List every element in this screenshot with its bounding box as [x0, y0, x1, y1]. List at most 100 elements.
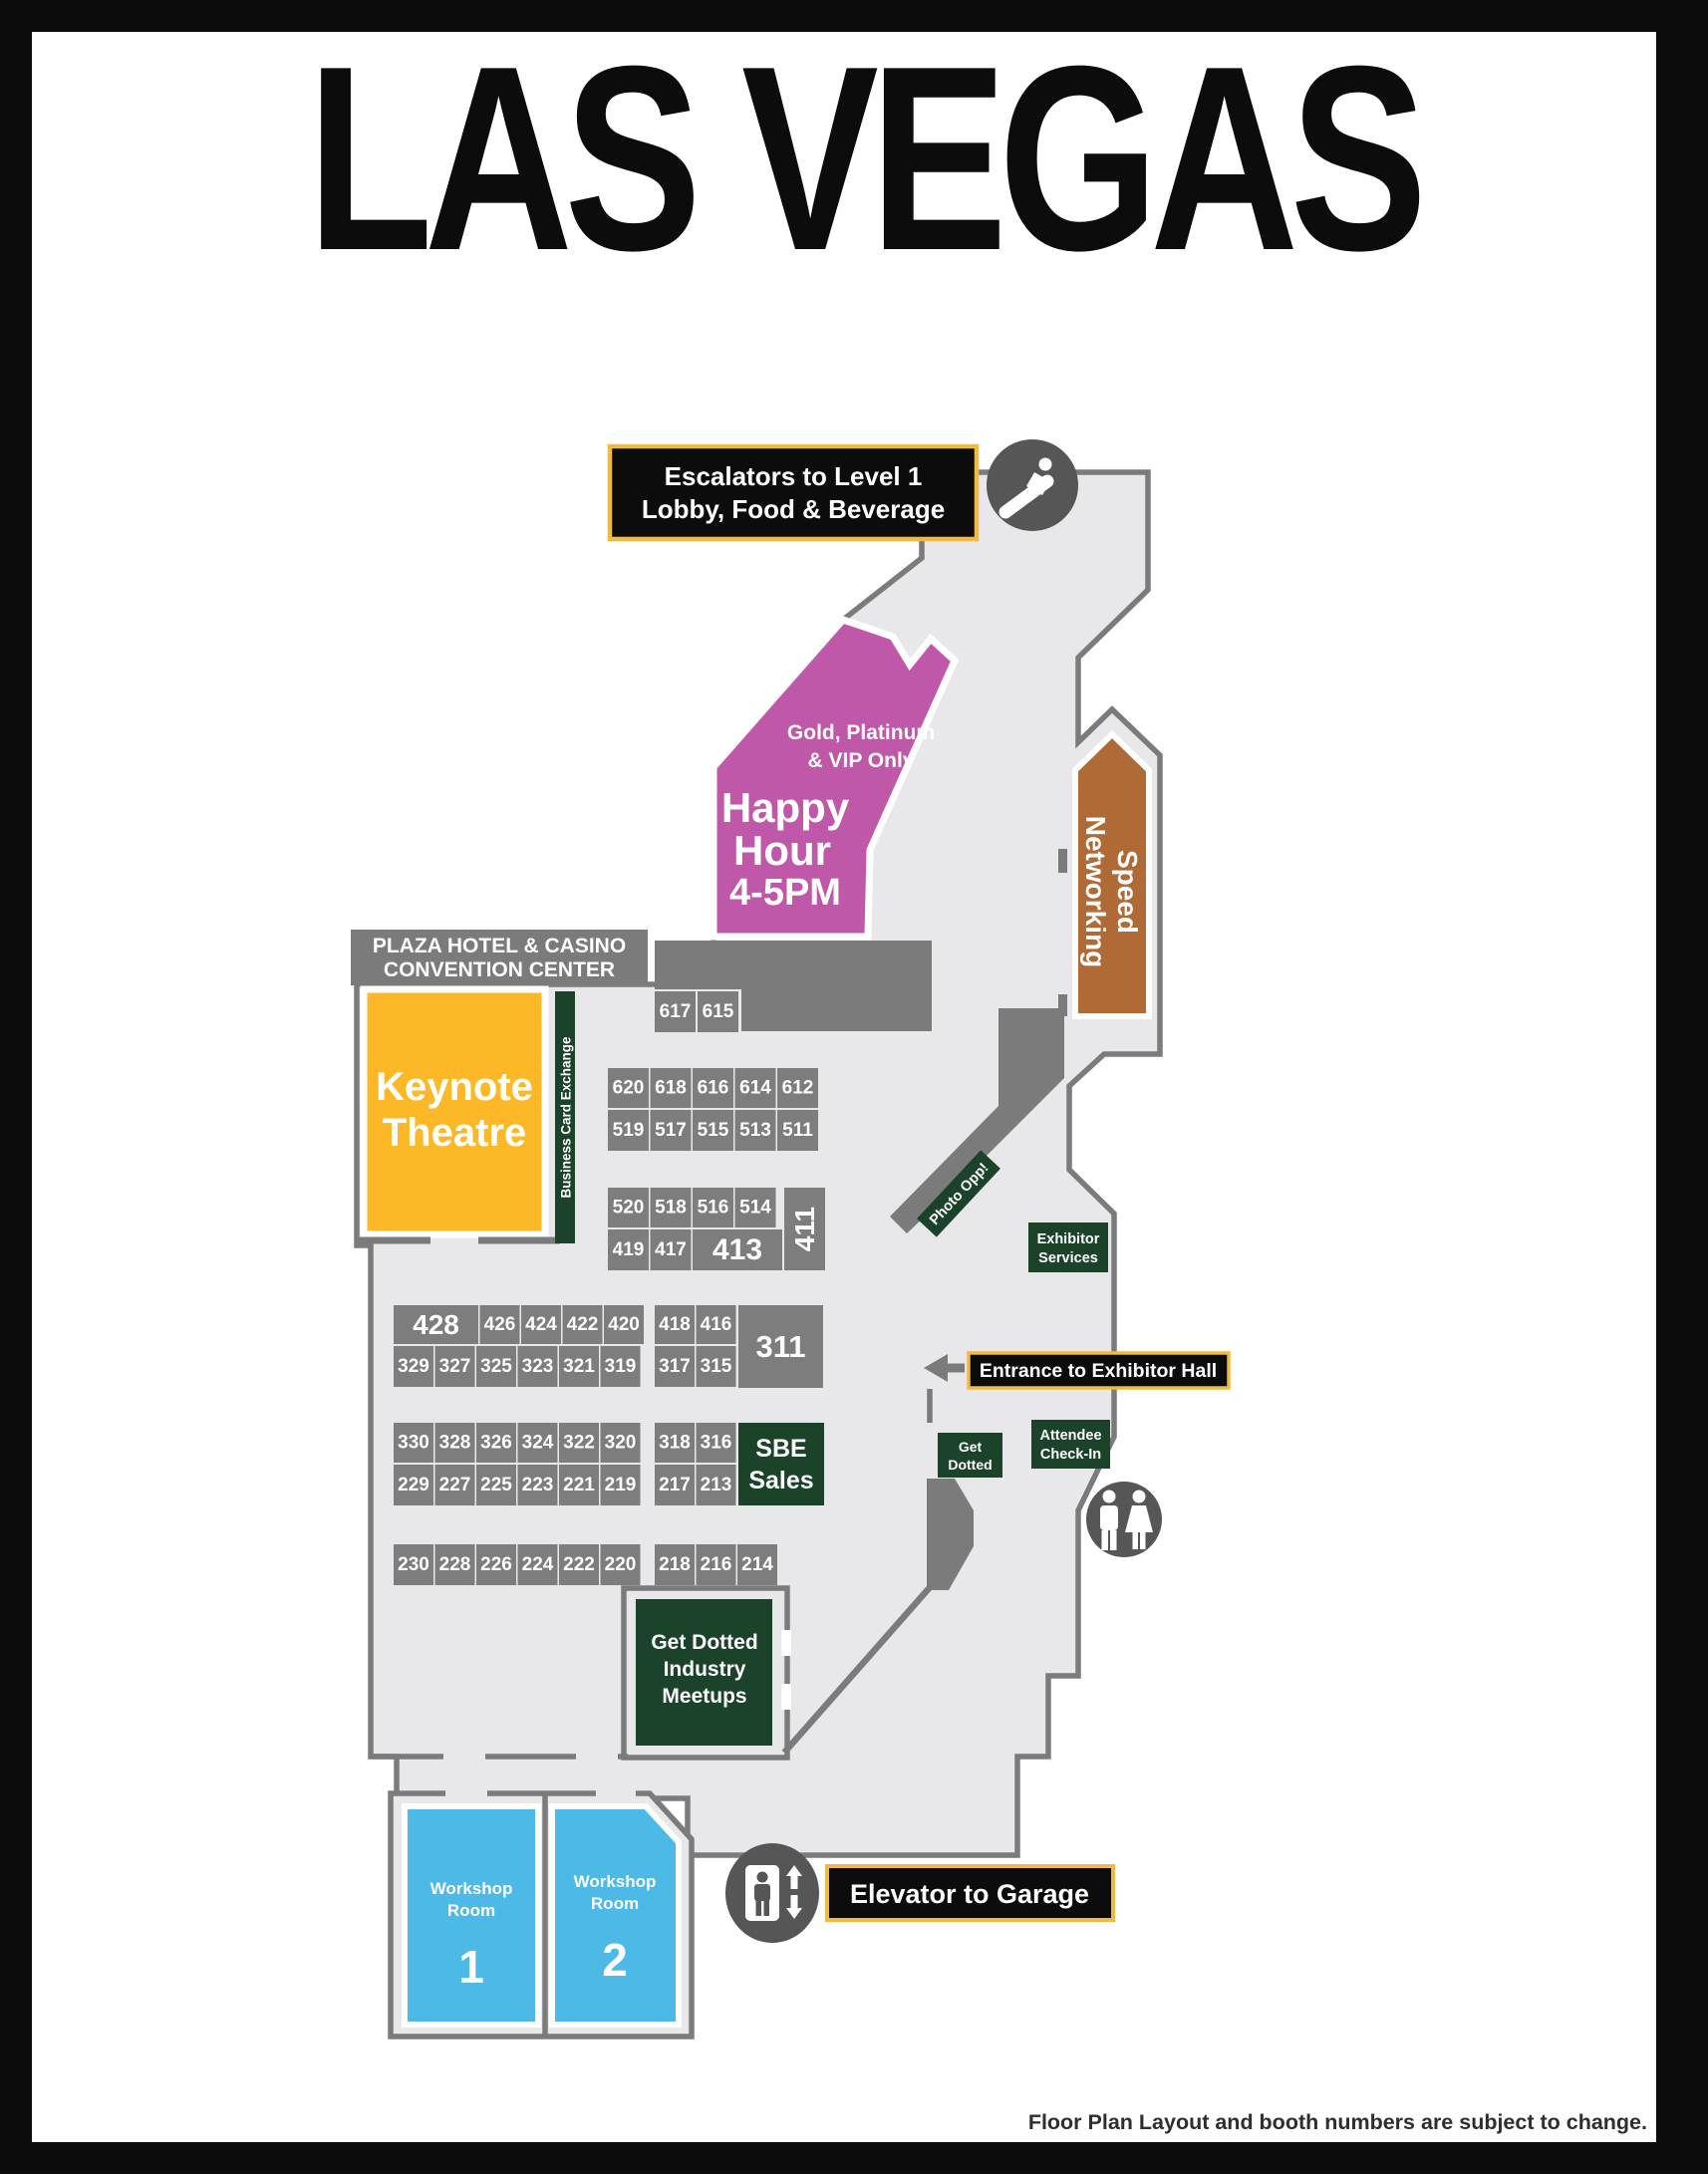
booth-221: 221	[559, 1465, 599, 1505]
svg-text:513: 513	[739, 1120, 771, 1141]
diagonal-wall	[781, 1582, 935, 1756]
svg-text:420: 420	[608, 1314, 640, 1335]
booth-316: 316	[696, 1423, 736, 1463]
booth-428: 428	[394, 1305, 478, 1344]
booth-216: 216	[696, 1544, 736, 1585]
svg-text:520: 520	[613, 1198, 645, 1219]
booth-616: 616	[693, 1068, 733, 1108]
svg-text:419: 419	[613, 1239, 645, 1260]
svg-text:319: 319	[605, 1356, 637, 1377]
wall-stub-1	[1058, 849, 1067, 873]
booth-319: 319	[600, 1346, 641, 1387]
svg-text:219: 219	[605, 1475, 637, 1495]
exhibitor-services-line2: Services	[1038, 1250, 1098, 1266]
elevator-sign-label: Elevator to Garage	[850, 1879, 1089, 1909]
booth-327: 327	[434, 1346, 475, 1387]
venue-line2: CONVENTION CENTER	[384, 958, 615, 981]
booth-228: 228	[434, 1544, 475, 1585]
attendee-checkin-line2: Check-In	[1040, 1447, 1101, 1463]
get-dotted-line1: Get	[959, 1439, 983, 1455]
svg-text:330: 330	[398, 1433, 429, 1454]
workshop-room-1-area	[402, 1803, 541, 2028]
booth-328: 328	[434, 1423, 475, 1463]
svg-text:511: 511	[782, 1120, 813, 1141]
svg-text:224: 224	[522, 1554, 554, 1575]
booth-424: 424	[521, 1305, 561, 1344]
venue-line1: PLAZA HOTEL & CASINO	[373, 935, 626, 957]
svg-text:229: 229	[398, 1475, 429, 1495]
svg-text:516: 516	[698, 1198, 729, 1219]
svg-text:328: 328	[439, 1433, 471, 1454]
svg-text:422: 422	[567, 1314, 599, 1335]
exhibitor-services-line1: Exhibitor	[1037, 1231, 1100, 1247]
svg-text:321: 321	[563, 1356, 595, 1377]
door-gap-3	[445, 1787, 487, 1800]
svg-text:426: 426	[484, 1314, 516, 1335]
svg-text:620: 620	[613, 1078, 645, 1099]
keynote-line2: Theatre	[383, 1111, 527, 1155]
booth-317: 317	[655, 1346, 695, 1387]
svg-text:228: 228	[439, 1554, 471, 1575]
keynote-theatre-area	[360, 985, 549, 1238]
booth-214: 214	[737, 1544, 777, 1585]
wall-band	[655, 941, 932, 1031]
booth-220: 220	[600, 1544, 641, 1585]
meetups-door-gap-1	[781, 1630, 791, 1656]
booth-315: 315	[696, 1346, 736, 1387]
booth-213: 213	[696, 1465, 736, 1505]
svg-text:223: 223	[522, 1475, 554, 1495]
svg-text:416: 416	[701, 1314, 732, 1335]
speed-networking-line2: Networking	[1080, 816, 1111, 967]
booth-324: 324	[517, 1423, 558, 1463]
happy-hour-line1: Happy	[721, 784, 850, 831]
booth-617: 617	[655, 991, 696, 1032]
booth-224: 224	[517, 1544, 558, 1585]
svg-text:418: 418	[659, 1314, 691, 1335]
meetups-line2: Industry	[664, 1658, 746, 1681]
get-dotted-box	[938, 1433, 1002, 1478]
booth-218: 218	[655, 1544, 695, 1585]
svg-text:227: 227	[439, 1475, 471, 1495]
booth-615: 615	[698, 991, 738, 1032]
svg-text:225: 225	[480, 1475, 512, 1495]
svg-text:517: 517	[655, 1120, 687, 1141]
entrance-sign-box	[967, 1351, 1231, 1390]
booth-227: 227	[434, 1465, 475, 1505]
wall-stub-2	[1058, 994, 1067, 1016]
booth-223: 223	[517, 1465, 558, 1505]
business-card-exchange-label: Business Card Exchange	[559, 1036, 574, 1199]
booth-411: 411	[784, 1188, 825, 1270]
exhibitor-services-box	[1028, 1223, 1108, 1272]
svg-text:324: 324	[522, 1433, 554, 1454]
svg-text:216: 216	[701, 1554, 732, 1575]
meetups-box	[636, 1599, 772, 1746]
booth-311: 311	[738, 1305, 823, 1388]
booth-520: 520	[608, 1188, 649, 1227]
meetups-line1: Get Dotted	[651, 1631, 757, 1654]
booth-222: 222	[559, 1544, 599, 1585]
elevator-sign-box	[825, 1864, 1115, 1922]
speed-networking-area	[1072, 729, 1152, 1019]
booth-230: 230	[394, 1544, 433, 1585]
attendee-checkin-box	[1031, 1420, 1110, 1469]
booth-618: 618	[650, 1068, 692, 1108]
photo-opp-label-box	[917, 1150, 1000, 1237]
workshop1-number: 1	[458, 1941, 484, 1993]
meetups-line3: Meetups	[662, 1685, 746, 1708]
get-dotted-line2: Dotted	[948, 1457, 992, 1473]
booth-330: 330	[394, 1423, 433, 1463]
svg-text:326: 326	[480, 1433, 512, 1454]
booth-515: 515	[693, 1110, 733, 1151]
venue-label-box	[351, 930, 648, 985]
svg-text:221: 221	[563, 1475, 595, 1495]
svg-text:315: 315	[701, 1356, 732, 1377]
footer-note: Floor Plan Layout and booth numbers are …	[1028, 2110, 1647, 2134]
booth-518: 518	[650, 1188, 692, 1227]
booth-325: 325	[476, 1346, 516, 1387]
booth-419: 419	[608, 1229, 649, 1270]
door-gap-4	[596, 1787, 636, 1800]
booth-614: 614	[734, 1068, 776, 1108]
svg-text:327: 327	[439, 1356, 471, 1377]
svg-text:411: 411	[789, 1207, 820, 1251]
